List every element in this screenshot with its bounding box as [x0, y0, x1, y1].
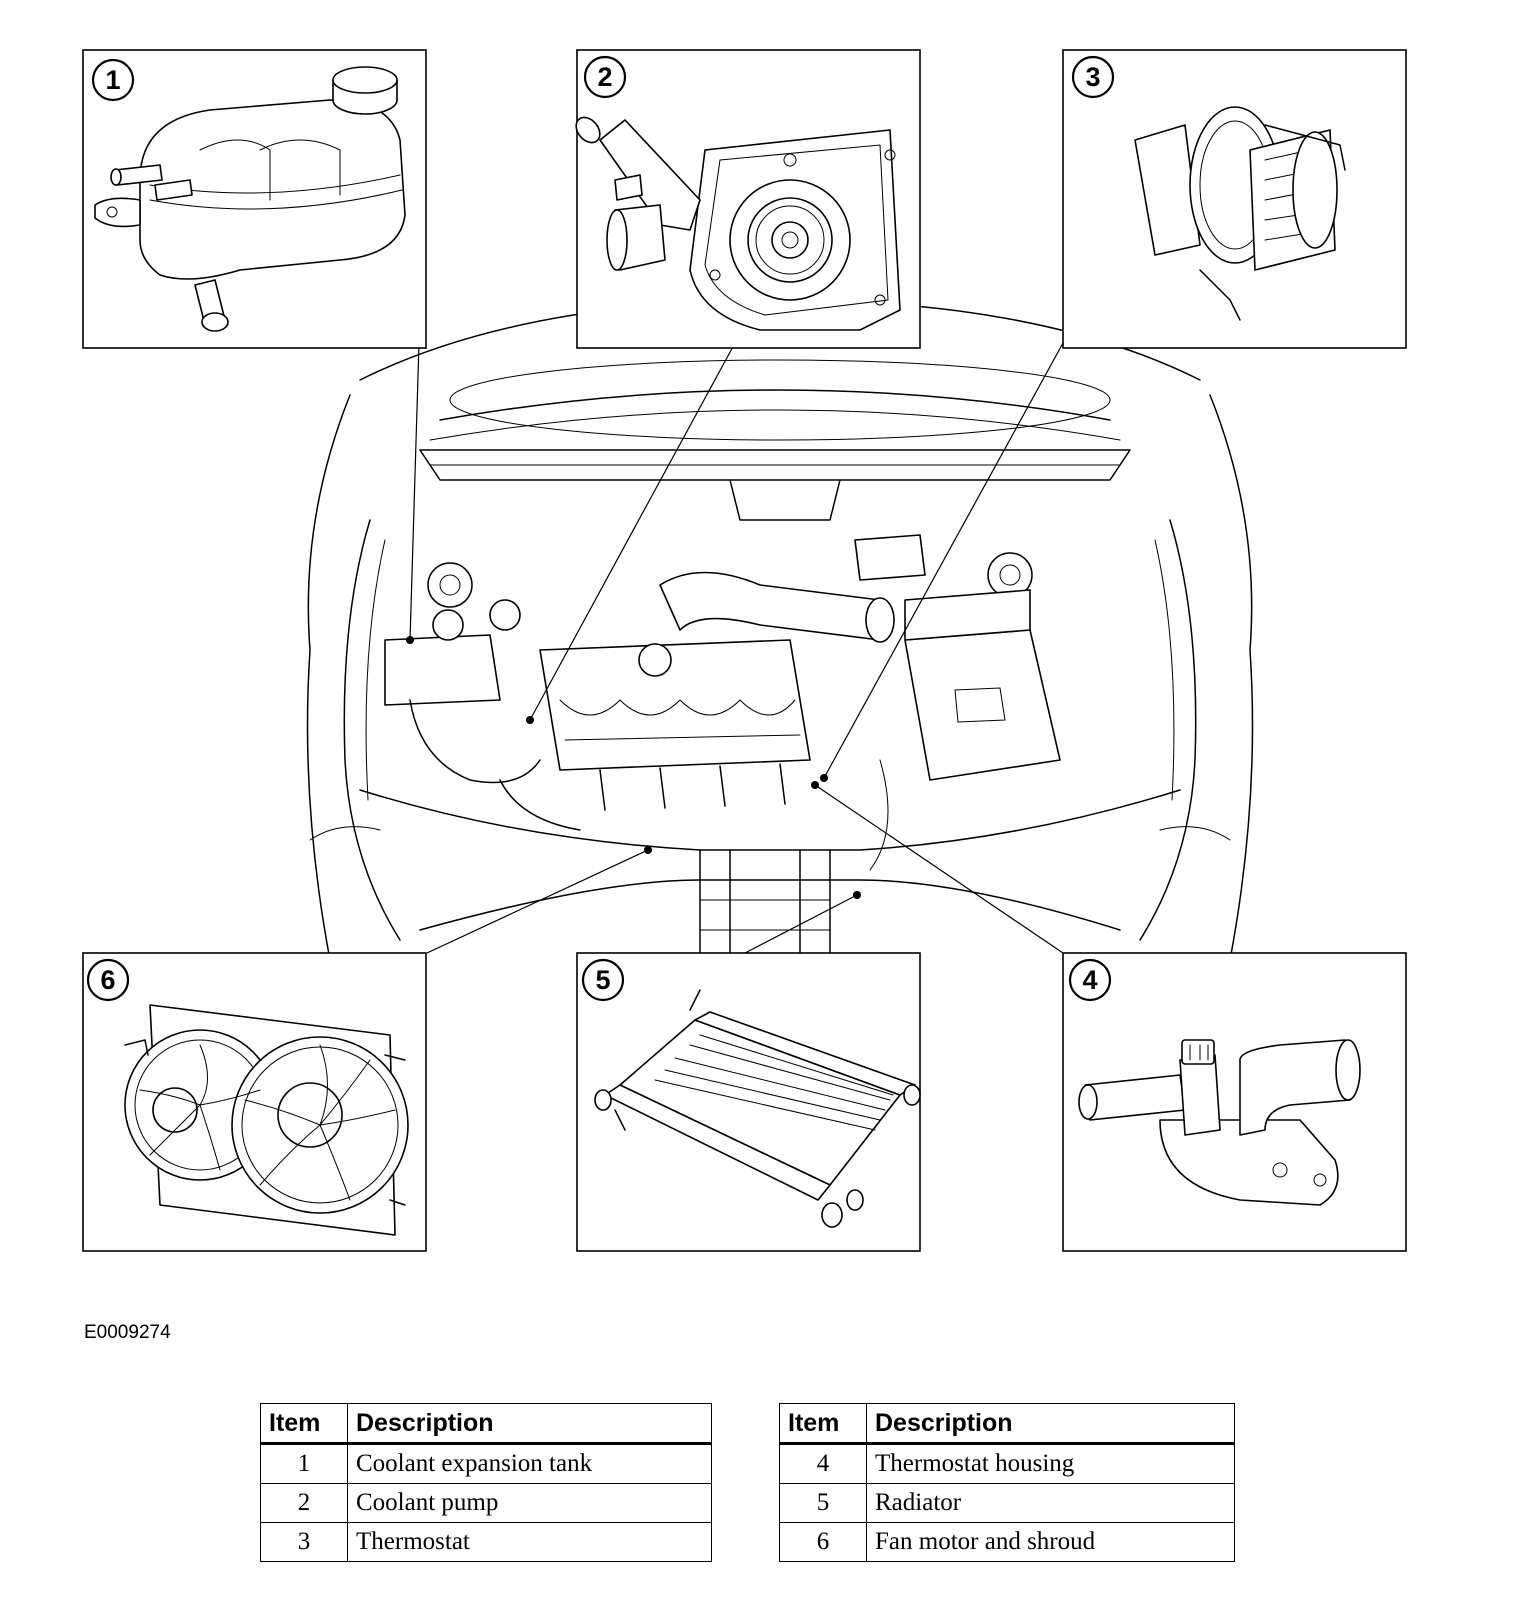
- legend-item-description: Fan motor and shroud: [866, 1522, 1235, 1562]
- column-header-description: Description: [347, 1403, 712, 1445]
- expansion-tank-drawing: [94, 66, 406, 332]
- legend-item-description: Coolant expansion tank: [347, 1443, 712, 1484]
- legend-item-description: Coolant pump: [347, 1483, 712, 1523]
- legend-row: 1 Coolant expansion tank: [260, 1443, 712, 1484]
- thermostat-drawing: [1134, 106, 1346, 321]
- thermostat-housing-drawing: [1078, 1039, 1361, 1206]
- panel-2: 2: [575, 49, 921, 349]
- fan-blades: [139, 1044, 396, 1201]
- legend-row: 4 Thermostat housing: [779, 1443, 1235, 1484]
- leader-lines: [406, 342, 1064, 954]
- callout-1: 1: [105, 65, 120, 95]
- panel-5: 5: [576, 952, 921, 1252]
- column-header-item: Item: [260, 1403, 348, 1445]
- legend-item-number: 2: [260, 1483, 348, 1523]
- callout-2: 2: [597, 62, 612, 92]
- callout-5: 5: [595, 965, 610, 995]
- engine-bay-illustration: [306, 299, 1254, 961]
- legend-item-description: Thermostat: [347, 1522, 712, 1562]
- legend-header-row: Item Description: [260, 1403, 712, 1445]
- legend-header-row: Item Description: [779, 1403, 1235, 1445]
- legend-item-number: 1: [260, 1443, 348, 1484]
- radiator-fins: [654, 1034, 894, 1131]
- legend-item-number: 4: [779, 1443, 867, 1484]
- column-header-item: Item: [779, 1403, 867, 1445]
- legend-row: 6 Fan motor and shroud: [779, 1522, 1235, 1562]
- legend-item-description: Thermostat housing: [866, 1443, 1235, 1484]
- panel-1: 1: [82, 49, 427, 349]
- radiator-drawing: [594, 989, 921, 1228]
- legend-item-number: 5: [779, 1483, 867, 1523]
- legend-table-left: Item Description 1 Coolant expansion tan…: [260, 1403, 712, 1562]
- legend-item-description: Radiator: [866, 1483, 1235, 1523]
- pump-gear: [747, 197, 833, 283]
- coolant-pump-drawing: [575, 116, 901, 331]
- legend-item-number: 3: [260, 1522, 348, 1562]
- column-header-description: Description: [866, 1403, 1235, 1445]
- panel-4: 4: [1062, 952, 1407, 1252]
- callout-6: 6: [100, 965, 115, 995]
- legend-row: 3 Thermostat: [260, 1522, 712, 1562]
- figure-reference-code: E0009274: [84, 1322, 171, 1343]
- legend-table-right: Item Description 4 Thermostat housing 5 …: [779, 1403, 1235, 1562]
- panel-6: 6: [82, 952, 427, 1252]
- fan-shroud-drawing: [124, 1004, 409, 1236]
- legend-item-number: 6: [779, 1522, 867, 1562]
- legend-row: 5 Radiator: [779, 1483, 1235, 1523]
- callout-3: 3: [1085, 62, 1100, 92]
- callout-4: 4: [1082, 965, 1097, 995]
- legend-row: 2 Coolant pump: [260, 1483, 712, 1523]
- panel-3: 3: [1062, 49, 1407, 349]
